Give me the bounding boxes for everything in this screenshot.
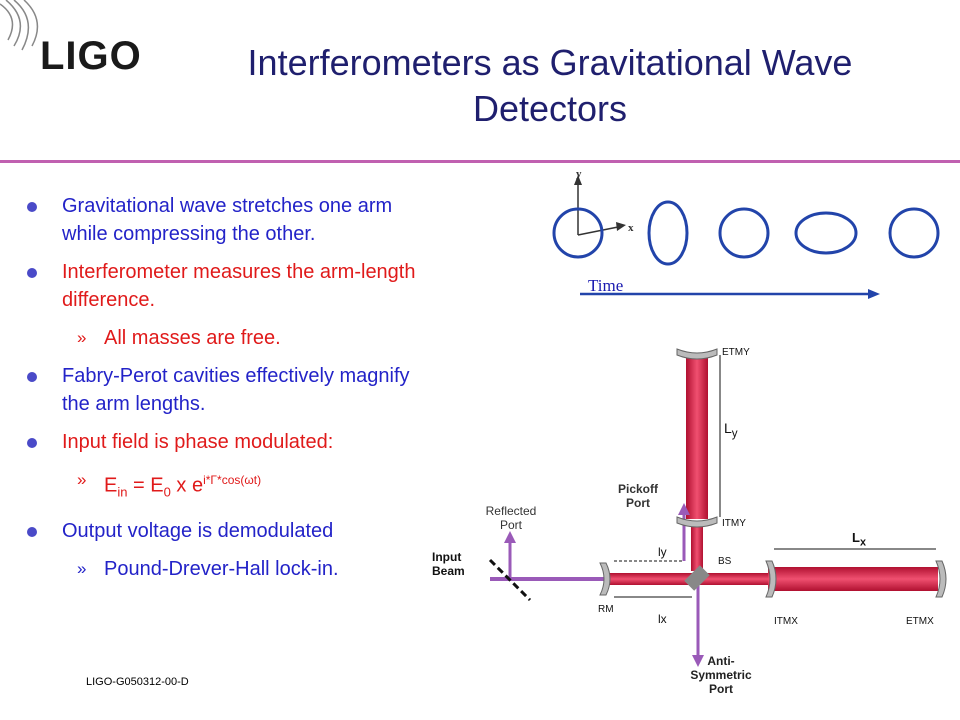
itmy-mirror (676, 516, 718, 528)
beam-splitter (684, 565, 710, 591)
anti-symmetric-arrow-icon (692, 655, 704, 667)
interferometer-diagram (488, 348, 947, 667)
ring-1 (552, 207, 604, 259)
pickoff-port-label: Pickoff Port (617, 482, 658, 510)
y-axis-label: y (576, 168, 582, 180)
sub-bullet-item: »All masses are free. (77, 327, 281, 349)
ly-arm-label: Ly (724, 420, 738, 440)
itmx-label: ITMX (774, 616, 798, 627)
pickoff-mirror (488, 558, 532, 602)
slide-title: Interferometers as Gravitational Wave De… (247, 42, 853, 129)
y-short-beam (691, 521, 703, 571)
y-axis-arrow-icon (574, 175, 582, 185)
x-arm-beam (768, 567, 938, 591)
itmy-label: ITMY (722, 518, 746, 529)
etmx-label: ETMX (906, 616, 934, 627)
etmy-mirror (676, 348, 718, 360)
x-axis (577, 226, 619, 236)
bullet-item: Fabry-Perot cavities effectively magnify… (22, 362, 442, 418)
bs-label: BS (718, 556, 732, 567)
reflected-port-label: Reflected Port (485, 504, 537, 532)
rm-mirror (599, 562, 611, 596)
time-arrow-head-icon (868, 289, 880, 299)
sub-bullet-formula: »Ein = E0 x ei*Γ*cos(ωt) (77, 470, 262, 500)
ring-3 (718, 207, 770, 259)
sub-bullet-item: »Pound-Drever-Hall lock-in. (77, 557, 339, 580)
time-label: Time (588, 276, 624, 295)
footer-doc-id: LIGO-G050312-00-D (86, 676, 189, 688)
bullet-list: Gravitational wave stretches one arm whi… (22, 192, 442, 593)
ly-small-label: ly (658, 545, 667, 559)
itmx-mirror (765, 560, 777, 598)
bullet-item: Input field is phase modulated: (22, 428, 442, 456)
bullet-item: Interferometer measures the arm-length d… (22, 258, 442, 314)
y-arm-beam (686, 353, 708, 519)
input-beam-label: Input Beam (432, 550, 465, 578)
ring-4 (794, 211, 858, 255)
etmx-mirror (935, 560, 947, 598)
ring-5 (888, 207, 940, 259)
x-axis-arrow-icon (616, 222, 626, 231)
reflected-arrow-icon (504, 531, 516, 543)
etmy-label: ETMY (722, 347, 750, 358)
lx-small-label: lx (658, 612, 667, 626)
wave-deformation-diagram: y x (552, 168, 940, 299)
anti-symmetric-port-label: Anti- Symmetric Port (690, 654, 752, 696)
bullet-item: Gravitational wave stretches one arm whi… (22, 192, 442, 248)
title-divider (0, 160, 960, 163)
ligo-logo-arcs-icon (0, 0, 39, 51)
lx-arm-label: Lx (852, 530, 866, 549)
ring-2 (647, 200, 689, 266)
rm-label: RM (598, 604, 614, 615)
bullet-item: Output voltage is demodulated (22, 517, 442, 545)
pickoff-arrow-icon (678, 503, 690, 515)
x-axis-label: x (628, 222, 634, 234)
ligo-logo: LIGO (40, 34, 142, 78)
